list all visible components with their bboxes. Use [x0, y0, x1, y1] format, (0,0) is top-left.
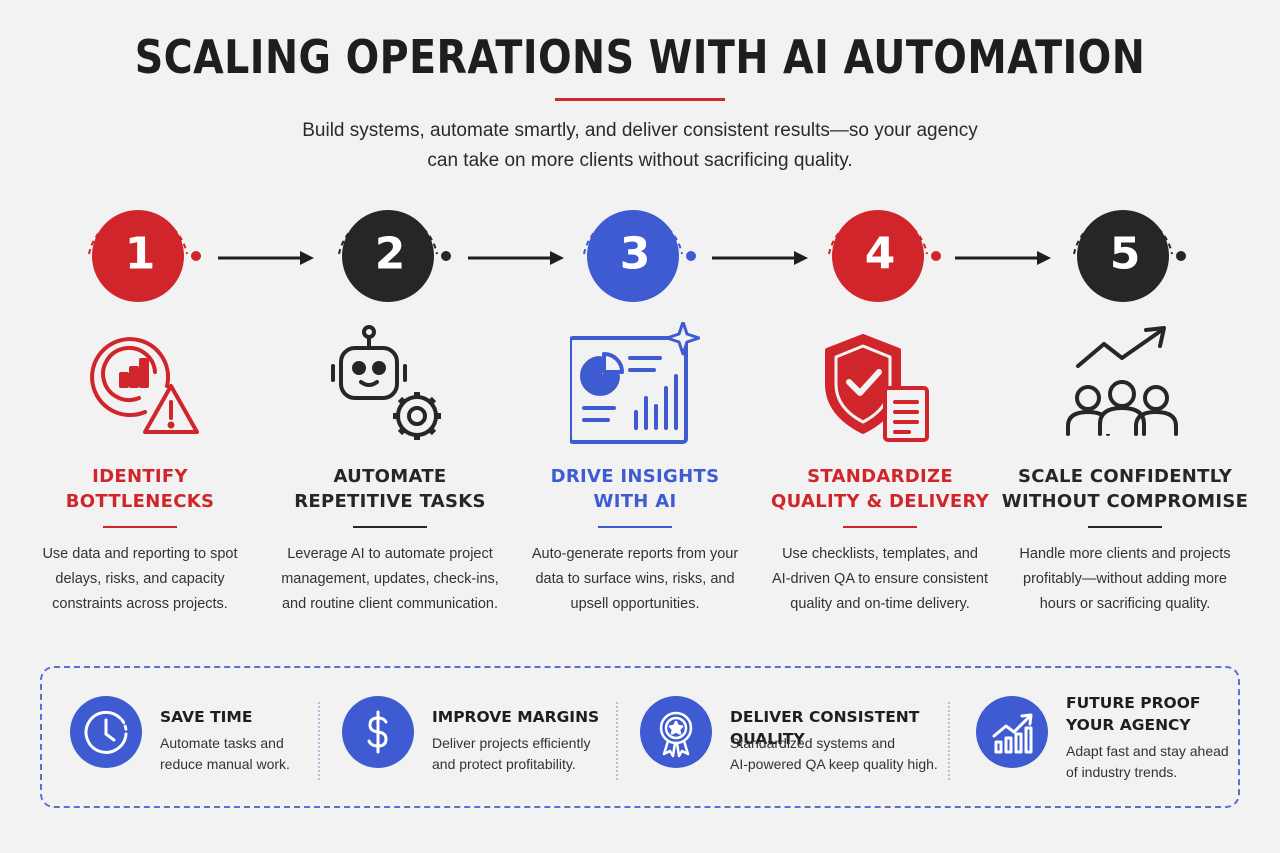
benefit-desc-line-2: reduce manual work.: [160, 756, 290, 772]
step-4-label-line-1: STANDARDIZE: [807, 466, 953, 487]
step-2: 2 AUTOMATE REP: [265, 196, 515, 636]
dollar-icon: [342, 696, 414, 768]
step-3-rule: [598, 526, 672, 528]
step-5: 5 SCALE CONFIDENTLY WITHOUT COMPROMISE H…: [1000, 196, 1250, 636]
step-1-label: IDENTIFY BOTTLENECKS: [15, 464, 265, 514]
benefit-desc-line-1: Adapt fast and stay ahead: [1066, 743, 1229, 759]
step-2-desc-line-3: and routine client communication.: [281, 596, 498, 612]
divider: [948, 702, 950, 780]
step-5-label-line-1: SCALE CONFIDENTLY: [1017, 466, 1233, 487]
step-3: 3 DRIVE INSIGHTS WITH AI Auto-generate r…: [510, 196, 760, 636]
step-1-rule: [103, 526, 177, 528]
step-4-description: Use checklists, templates, and AI-driven…: [760, 542, 1000, 617]
step-2-rule: [353, 526, 427, 528]
benefit-title-line-1: FUTURE PROOF: [1066, 694, 1201, 712]
benefit-title: IMPROVE MARGINS: [432, 706, 632, 728]
arrow-right-icon: [468, 251, 564, 265]
benefit-description: Deliver projects efficiently and protect…: [432, 733, 642, 775]
step-2-desc-line-1: Leverage AI to automate project: [287, 546, 493, 562]
step-2-desc-line-2: management, updates, check-ins,: [281, 571, 499, 587]
step-3-label-line-2: WITH AI: [593, 491, 677, 512]
step-5-label: SCALE CONFIDENTLY WITHOUT COMPROMISE: [1000, 464, 1250, 514]
step-2-label: AUTOMATE REPETITIVE TASKS: [265, 464, 515, 514]
analytics-report-icon: [568, 320, 701, 446]
benefit-description: Automate tasks and reduce manual work.: [160, 733, 370, 775]
benefit-desc-line-2: and protect profitability.: [432, 756, 576, 772]
step-3-desc-line-1: Auto-generate reports from your: [531, 546, 739, 562]
step-5-desc-line-2: profitably—without adding more: [1023, 571, 1227, 587]
benefits-panel: SAVE TIME Automate tasks and reduce manu…: [40, 666, 1240, 808]
step-1-badge: 1: [75, 196, 205, 326]
divider: [616, 702, 618, 780]
clock-icon: [70, 696, 142, 768]
step-2-description: Leverage AI to automate project manageme…: [270, 542, 510, 617]
benefit-description: Adapt fast and stay ahead of industry tr…: [1066, 741, 1276, 783]
step-5-description: Handle more clients and projects profita…: [1005, 542, 1245, 617]
benefit-title: DELIVER CONSISTENT QUALITY: [730, 706, 970, 750]
step-4-badge: 4: [815, 196, 945, 326]
award-badge-icon: [640, 696, 712, 768]
subtitle-line-1: Build systems, automate smartly, and del…: [302, 120, 978, 141]
benefit-title: SAVE TIME: [160, 706, 360, 728]
benefit-description: Standardized systems and AI-powered QA k…: [730, 733, 960, 775]
page-subtitle: Build systems, automate smartly, and del…: [290, 116, 990, 176]
step-4: 4 STANDARDIZE QUALITY & DELIVERY Use che…: [755, 196, 1005, 636]
subtitle-line-2: can take on more clients without sacrifi…: [427, 150, 853, 171]
step-4-number: 4: [864, 228, 896, 280]
step-5-rule: [1088, 526, 1162, 528]
step-2-label-line-2: REPETITIVE TASKS: [294, 491, 486, 512]
step-4-rule: [843, 526, 917, 528]
step-1-description: Use data and reporting to spot delays, r…: [20, 542, 260, 617]
benefit-desc-line-2: of industry trends.: [1066, 764, 1178, 780]
step-3-desc-line-2: data to surface wins, risks, and: [535, 571, 735, 587]
step-5-label-line-2: WITHOUT COMPROMISE: [1001, 491, 1249, 512]
benefit-desc-line-1: Deliver projects efficiently: [432, 735, 591, 751]
step-5-desc-line-1: Handle more clients and projects: [1019, 546, 1231, 562]
shield-check-document-icon: [815, 322, 945, 446]
step-4-label-line-2: QUALITY & DELIVERY: [771, 491, 989, 512]
step-1-desc-line-3: constraints across projects.: [52, 596, 228, 612]
benefit-title-line-2: YOUR AGENCY: [1066, 716, 1191, 734]
robot-gear-icon: [325, 322, 455, 446]
step-1-desc-line-2: delays, risks, and capacity: [55, 571, 225, 587]
warning-chart-icon: [75, 322, 205, 446]
step-4-desc-line-1: Use checklists, templates, and: [782, 546, 978, 562]
step-1-number: 1: [124, 228, 156, 280]
step-1-label-line-1: IDENTIFY: [92, 466, 188, 487]
arrow-right-icon: [712, 251, 808, 265]
benefit-title-line-1: SAVE TIME: [160, 708, 253, 726]
title-underline: [555, 98, 725, 101]
step-3-desc-line-3: upsell opportunities.: [570, 596, 700, 612]
step-3-label-line-1: DRIVE INSIGHTS: [550, 466, 720, 487]
benefit-desc-line-1: Standardized systems and: [730, 735, 895, 751]
step-1: 1 IDENTIFY BOTTLENECKS Use data and repo…: [15, 196, 265, 636]
page-title: SCALING OPERATIONS WITH AI AUTOMATION: [134, 30, 1146, 84]
step-3-label: DRIVE INSIGHTS WITH AI: [510, 464, 760, 514]
step-1-desc-line-1: Use data and reporting to spot: [42, 546, 238, 562]
benefit-title-line-1: DELIVER CONSISTENT QUALITY: [730, 708, 920, 748]
step-3-description: Auto-generate reports from your data to …: [515, 542, 755, 617]
divider: [318, 702, 320, 780]
step-4-desc-line-2: AI-driven QA to ensure consistent: [772, 571, 988, 587]
arrow-right-icon: [218, 251, 314, 265]
benefit-title-line-1: IMPROVE MARGINS: [432, 708, 600, 726]
benefit-desc-line-2: AI-powered QA keep quality high.: [730, 756, 938, 772]
step-4-desc-line-3: quality and on-time delivery.: [790, 596, 970, 612]
step-3-badge: 3: [570, 196, 700, 326]
growth-chart-icon: [976, 696, 1048, 768]
arrow-right-icon: [955, 251, 1051, 265]
team-growth-icon: [1060, 322, 1190, 446]
step-5-desc-line-3: hours or sacrificing quality.: [1039, 596, 1211, 612]
step-5-badge: 5: [1060, 196, 1190, 326]
step-2-number: 2: [374, 228, 406, 280]
step-5-number: 5: [1109, 228, 1141, 280]
step-3-number: 3: [619, 228, 651, 280]
step-1-label-line-2: BOTTLENECKS: [65, 491, 215, 512]
benefit-title: FUTURE PROOF YOUR AGENCY: [1066, 692, 1266, 736]
step-2-label-line-1: AUTOMATE: [333, 466, 447, 487]
step-4-label: STANDARDIZE QUALITY & DELIVERY: [755, 464, 1005, 514]
benefit-desc-line-1: Automate tasks and: [160, 735, 284, 751]
step-2-badge: 2: [325, 196, 455, 326]
